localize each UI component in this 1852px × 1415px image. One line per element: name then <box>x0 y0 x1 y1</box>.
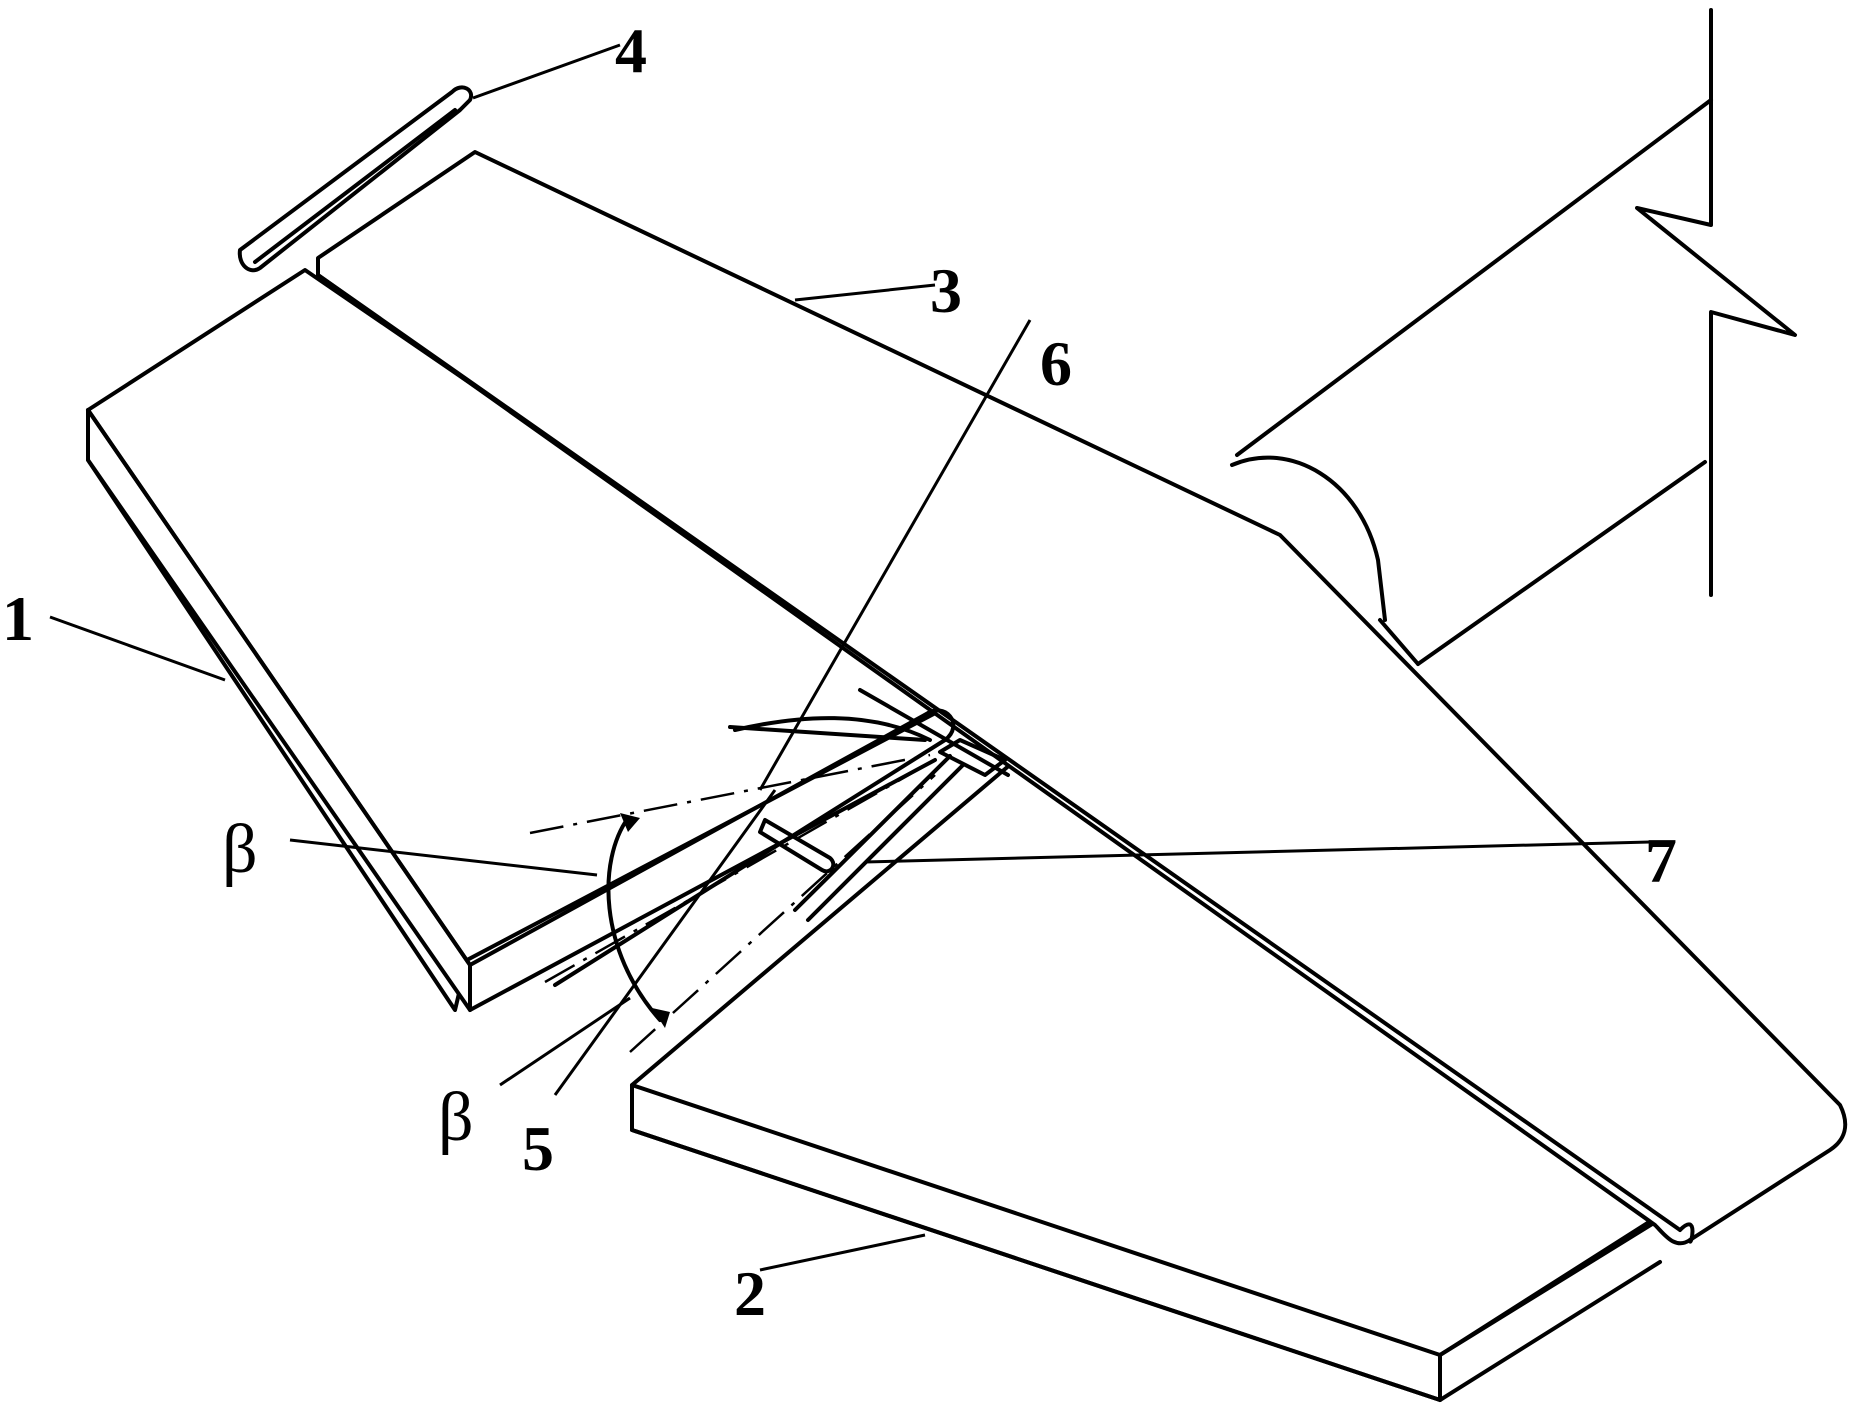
fuselage <box>1230 8 1797 666</box>
left-panel <box>86 268 947 1012</box>
label-4: 4 <box>615 15 647 86</box>
label-7: 7 <box>1645 825 1677 896</box>
mechanism <box>553 688 1010 987</box>
hinge-bar <box>237 85 474 273</box>
label-2: 2 <box>734 1258 766 1329</box>
label-3: 3 <box>930 255 962 326</box>
axis-lines <box>529 753 936 1053</box>
label-6: 6 <box>1040 328 1072 399</box>
label-beta-upper: β <box>222 811 258 888</box>
leader-lines <box>49 43 1651 1272</box>
upper-panel <box>316 150 1848 1246</box>
label-1: 1 <box>2 583 34 654</box>
label-beta-lower: β <box>438 1079 474 1156</box>
beta-angle-arc <box>606 813 670 1028</box>
label-5: 5 <box>522 1113 554 1184</box>
